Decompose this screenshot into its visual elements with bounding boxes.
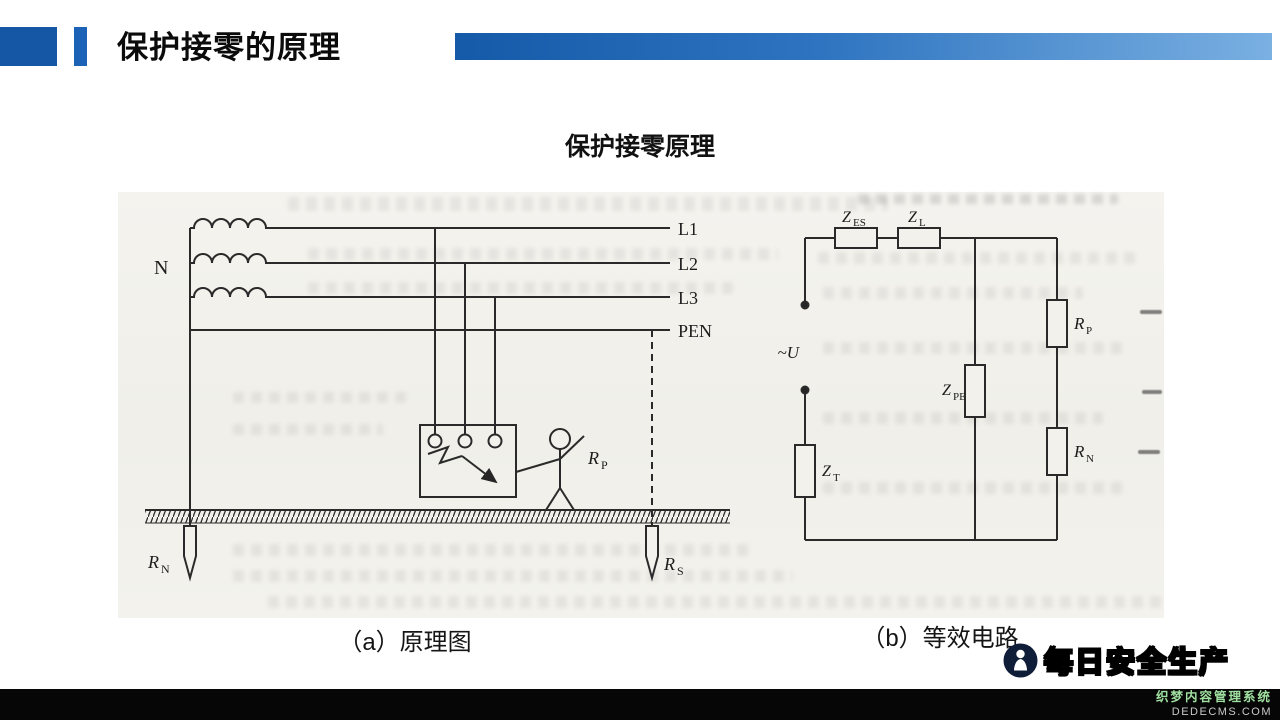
resistance-rn-box [1046,427,1068,476]
svg-text:Z: Z [908,209,918,226]
svg-text:R: R [1073,314,1085,333]
impedance-zes-box [834,227,878,249]
svg-text:P: P [601,458,608,472]
footer-bar: 织梦内容管理系统 DEDECMS.COM [0,689,1280,720]
svg-text:N: N [161,562,170,576]
scan-artifact [858,194,1118,204]
label-rp-b: R P [1073,314,1092,337]
svg-text:R: R [663,554,675,574]
svg-text:T: T [833,472,840,484]
source-terminal-dot [800,300,810,310]
fault-arrow-icon [461,455,498,484]
schematic-a [145,218,730,582]
watermark-logo-icon [1003,643,1038,677]
header-accent-tick [74,27,87,66]
label-zes: Z ES [842,209,866,229]
svg-text:Z: Z [942,382,952,399]
label-rn-b: R N [1073,442,1094,465]
label-n: N [154,257,168,279]
svg-text:Z: Z [822,463,832,480]
header-accent-bar [455,33,1272,60]
scan-artifact [233,392,413,403]
ground-hatch [145,509,730,524]
watermark: 每日安全生产 [1002,639,1230,681]
label-rp-a: R P [587,448,608,472]
source-terminal-dot [800,385,810,395]
svg-text:R: R [1073,442,1085,461]
scan-artifact [308,248,778,260]
person-icon [515,428,585,511]
impedance-zpe-box [964,364,986,418]
resistance-rp-box [1046,299,1068,348]
footer-cms-url: DEDECMS.COM [1171,706,1272,718]
earth-electrode-rs-icon [645,525,659,582]
svg-text:N: N [1086,453,1094,465]
scan-edge-mark [1142,390,1162,394]
page-title: 保护接零的原理 [117,30,341,65]
equivalent-circuit-b [794,227,1068,541]
svg-text:P: P [1086,325,1092,337]
watermark-text: 每日安全生产 [1043,646,1231,680]
svg-text:R: R [147,552,159,572]
svg-text:S: S [677,564,684,578]
caption-b: （b）等效电路 [861,625,1019,652]
scan-edge-mark [1140,310,1162,314]
scan-artifact [268,596,1168,608]
svg-text:PE: PE [953,391,966,403]
scan-edge-mark [1138,450,1160,454]
scanned-figure: N L1 L2 L3 PEN R P R N R S [118,192,1168,618]
fault-lightning-icon [427,445,463,465]
transformer-windings-icon [190,218,670,298]
scan-artifact [233,544,753,556]
label-zpe: Z PE [942,382,966,403]
svg-text:ES: ES [853,217,866,229]
circuit-diagram: N L1 L2 L3 PEN R P R N R S [145,209,1094,582]
footer-cms-name: 织梦内容管理系统 [1155,690,1272,704]
label-l3: L3 [678,288,698,308]
svg-text:R: R [587,448,599,468]
label-pen: PEN [678,321,712,341]
svg-text:Z: Z [842,209,852,226]
label-l1: L1 [678,219,698,239]
header-accent-block [0,27,57,66]
label-rs-a: R S [663,554,684,578]
impedance-zt-box [794,444,816,498]
label-zt: Z T [822,463,840,484]
scan-artifact [308,282,738,294]
caption-a: （a）原理图 [338,629,472,656]
earth-electrode-rn-icon [183,525,197,582]
scan-artifact [823,287,1083,299]
footer-credit: 织梦内容管理系统 DEDECMS.COM [1156,690,1272,720]
svg-text:L: L [919,217,926,229]
label-zl: Z L [908,209,926,229]
appliance-box [419,424,517,498]
label-rn-a: R N [147,552,170,576]
scan-artifact [823,412,1103,424]
scan-artifact [288,197,888,211]
scan-artifact [233,424,383,435]
scan-artifact [823,482,1123,494]
impedance-zl-box [897,227,941,249]
figure-subtitle: 保护接零原理 [564,133,715,161]
label-l2: L2 [678,254,698,274]
label-source-u: ~U [778,343,801,362]
